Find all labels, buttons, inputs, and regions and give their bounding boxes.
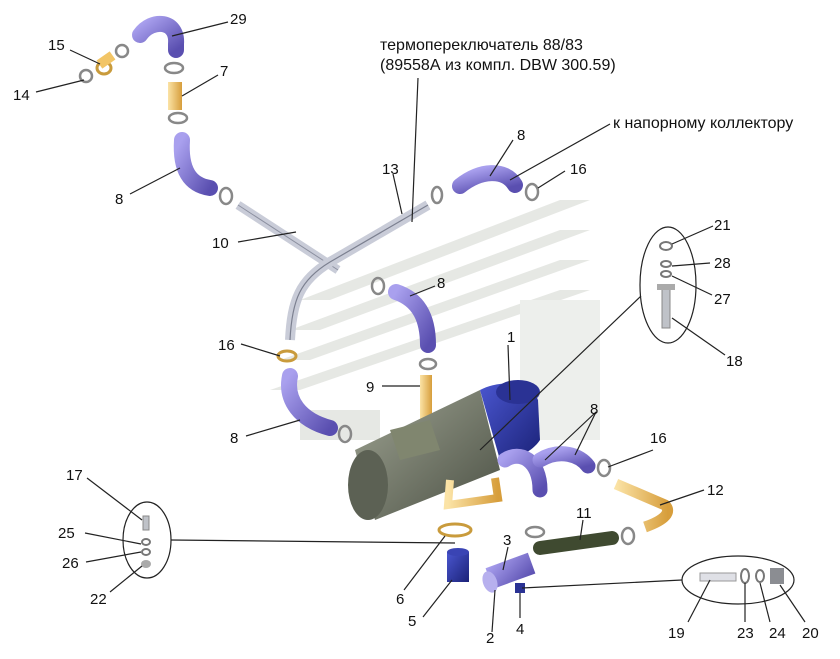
washer-25 bbox=[141, 538, 151, 546]
bolt-18 bbox=[661, 287, 671, 329]
washer-28 bbox=[660, 260, 672, 268]
bolt-17 bbox=[142, 515, 150, 531]
pipe-10-edge bbox=[237, 204, 339, 271]
callout-23: 23 bbox=[737, 625, 754, 642]
callout-16-top: 16 bbox=[570, 161, 587, 178]
callout-3: 3 bbox=[503, 532, 511, 549]
callout-19: 19 bbox=[668, 625, 685, 642]
callout-8-lower-left: 8 bbox=[230, 430, 238, 447]
leader-lines bbox=[35, 21, 806, 633]
sleeve-5 bbox=[447, 548, 469, 582]
callout-25: 25 bbox=[58, 525, 75, 542]
clamp-16-top bbox=[524, 182, 540, 202]
callout-8-middle: 8 bbox=[437, 275, 445, 292]
watermark-logo bbox=[270, 200, 600, 440]
hose-8-heater-b bbox=[532, 446, 596, 474]
washer-23 bbox=[740, 568, 750, 584]
callout-14: 14 bbox=[13, 87, 30, 104]
callout-20: 20 bbox=[802, 625, 819, 642]
callout-29: 29 bbox=[230, 11, 247, 28]
note-thermoswitch-line1: термопереключатель 88/83 bbox=[380, 37, 583, 54]
callout-18: 18 bbox=[726, 353, 743, 370]
clamp-8-upper-left bbox=[218, 186, 234, 206]
heater-unit-1 bbox=[348, 380, 540, 520]
callout-24: 24 bbox=[769, 625, 786, 642]
nut-20 bbox=[770, 568, 784, 584]
pump-2 bbox=[482, 552, 536, 593]
callout-6: 6 bbox=[396, 591, 404, 608]
clamp-12 bbox=[620, 526, 636, 546]
hose-11 bbox=[533, 531, 619, 555]
callout-28: 28 bbox=[714, 255, 731, 272]
pipe-13-edge bbox=[289, 204, 429, 341]
clamp-8-lower-left bbox=[337, 424, 353, 444]
hose-29 bbox=[132, 15, 184, 58]
link-left-group bbox=[170, 539, 456, 544]
clamp-15b bbox=[114, 43, 130, 59]
tube-heater-u bbox=[443, 477, 503, 510]
callout-2: 2 bbox=[486, 630, 494, 647]
fitting-15 bbox=[96, 51, 116, 69]
bolt-18-head bbox=[657, 284, 675, 290]
callout-15: 15 bbox=[48, 37, 65, 54]
hose-8-lower-left bbox=[281, 368, 338, 436]
washer-27 bbox=[660, 270, 672, 278]
link-right-group bbox=[479, 295, 642, 451]
group-bolt-right-oval bbox=[639, 226, 697, 344]
washer-26 bbox=[141, 548, 151, 556]
clamp-7-top bbox=[163, 61, 185, 75]
clamp-16-right bbox=[596, 458, 612, 478]
callout-21: 21 bbox=[714, 217, 731, 234]
hose-8-heater-a bbox=[497, 448, 548, 498]
callout-16-right: 16 bbox=[650, 430, 667, 447]
tube-12 bbox=[613, 478, 674, 533]
callout-22: 22 bbox=[90, 591, 107, 608]
clamp-3 bbox=[524, 525, 546, 539]
callout-13: 13 bbox=[382, 161, 399, 178]
bolt-19 bbox=[699, 572, 737, 582]
callout-10: 10 bbox=[212, 235, 229, 252]
bracket-4 bbox=[515, 583, 525, 593]
callout-16-left: 16 bbox=[218, 337, 235, 354]
clamp-6 bbox=[437, 522, 473, 538]
callout-7: 7 bbox=[220, 63, 228, 80]
hose-8-top-right bbox=[452, 165, 523, 194]
callout-8-upper-left: 8 bbox=[115, 191, 123, 208]
nut-22 bbox=[141, 560, 151, 568]
clamp-14 bbox=[78, 68, 94, 84]
callout-17: 17 bbox=[66, 467, 83, 484]
clamp-8-middle-top bbox=[370, 276, 386, 296]
callout-8-top-right: 8 bbox=[517, 127, 525, 144]
note-pressure-collector: к напорному коллектору bbox=[613, 115, 793, 132]
callout-11: 11 bbox=[576, 505, 592, 522]
callout-8-heater: 8 bbox=[590, 401, 598, 418]
hose-8-middle bbox=[388, 284, 436, 353]
callout-4: 4 bbox=[516, 621, 524, 638]
clamp-13 bbox=[430, 185, 444, 205]
callout-12: 12 bbox=[707, 482, 724, 499]
washer-24 bbox=[755, 569, 765, 583]
callout-5: 5 bbox=[408, 613, 416, 630]
callout-1: 1 bbox=[507, 329, 515, 346]
clamp-7-bottom bbox=[167, 111, 189, 125]
note-thermoswitch-line2: (89558А из компл. DBW 300.59) bbox=[380, 57, 616, 74]
callout-numbers: 29 15 14 7 8 13 10 8 16 8 16 9 1 8 8 16 … bbox=[13, 11, 819, 647]
callout-26: 26 bbox=[62, 555, 79, 572]
hose-8-upper-left bbox=[173, 132, 218, 196]
washer-21 bbox=[659, 241, 673, 251]
link-bottom-group bbox=[521, 579, 683, 589]
tube-9 bbox=[420, 375, 432, 425]
tube-7 bbox=[168, 82, 182, 110]
callout-9: 9 bbox=[366, 379, 374, 396]
callout-27: 27 bbox=[714, 291, 731, 308]
clamp-8-middle-bottom bbox=[418, 357, 438, 371]
